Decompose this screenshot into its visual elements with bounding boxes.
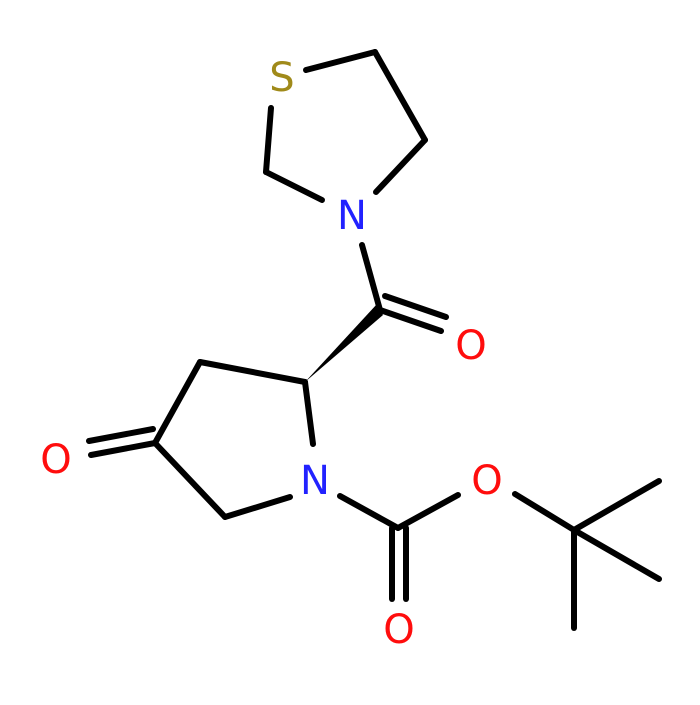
bond-c4-c5 xyxy=(152,440,228,520)
atom-label-oxygen-amide: O xyxy=(455,323,486,369)
bond-c2-n xyxy=(302,379,316,447)
atom-label-oxygen-ester: O xyxy=(471,458,502,504)
atom-label-oxygen-ketone: O xyxy=(40,437,71,483)
bond-amide-co-2 xyxy=(382,293,449,320)
bond-n-carbonyl xyxy=(359,242,383,313)
bond-ketone-co-1 xyxy=(88,440,158,458)
wedge-bond xyxy=(305,304,383,382)
atom-label-oxygen-carbamate: O xyxy=(383,607,414,653)
bond-s-ch2-top xyxy=(303,49,378,73)
atom-label-sulfur: S xyxy=(269,55,294,101)
bond-carbamate-c-o-ester xyxy=(395,492,461,531)
bond-n-carbamate-c xyxy=(337,493,401,531)
bond-ch2-left-s xyxy=(263,105,274,175)
bond-amide-co-1 xyxy=(377,307,444,334)
bond-cq-me-top xyxy=(571,478,662,533)
bond-c2-c3 xyxy=(197,359,308,385)
bond-n-ch2-left xyxy=(263,169,325,203)
atom-label-nitrogen-pyrrolidine: N xyxy=(300,458,330,504)
bond-ketone-co-2 xyxy=(86,426,156,444)
bond-o-cq xyxy=(512,491,577,533)
bond-ch2-top-ch2-right xyxy=(372,49,428,143)
bond-c3-c4 xyxy=(152,359,203,446)
bond-ch2-right-n xyxy=(373,137,428,195)
bond-c5-n xyxy=(222,494,293,520)
atom-label-nitrogen-thiazolidine: N xyxy=(337,193,367,239)
bond-cq-me-right xyxy=(571,527,662,582)
